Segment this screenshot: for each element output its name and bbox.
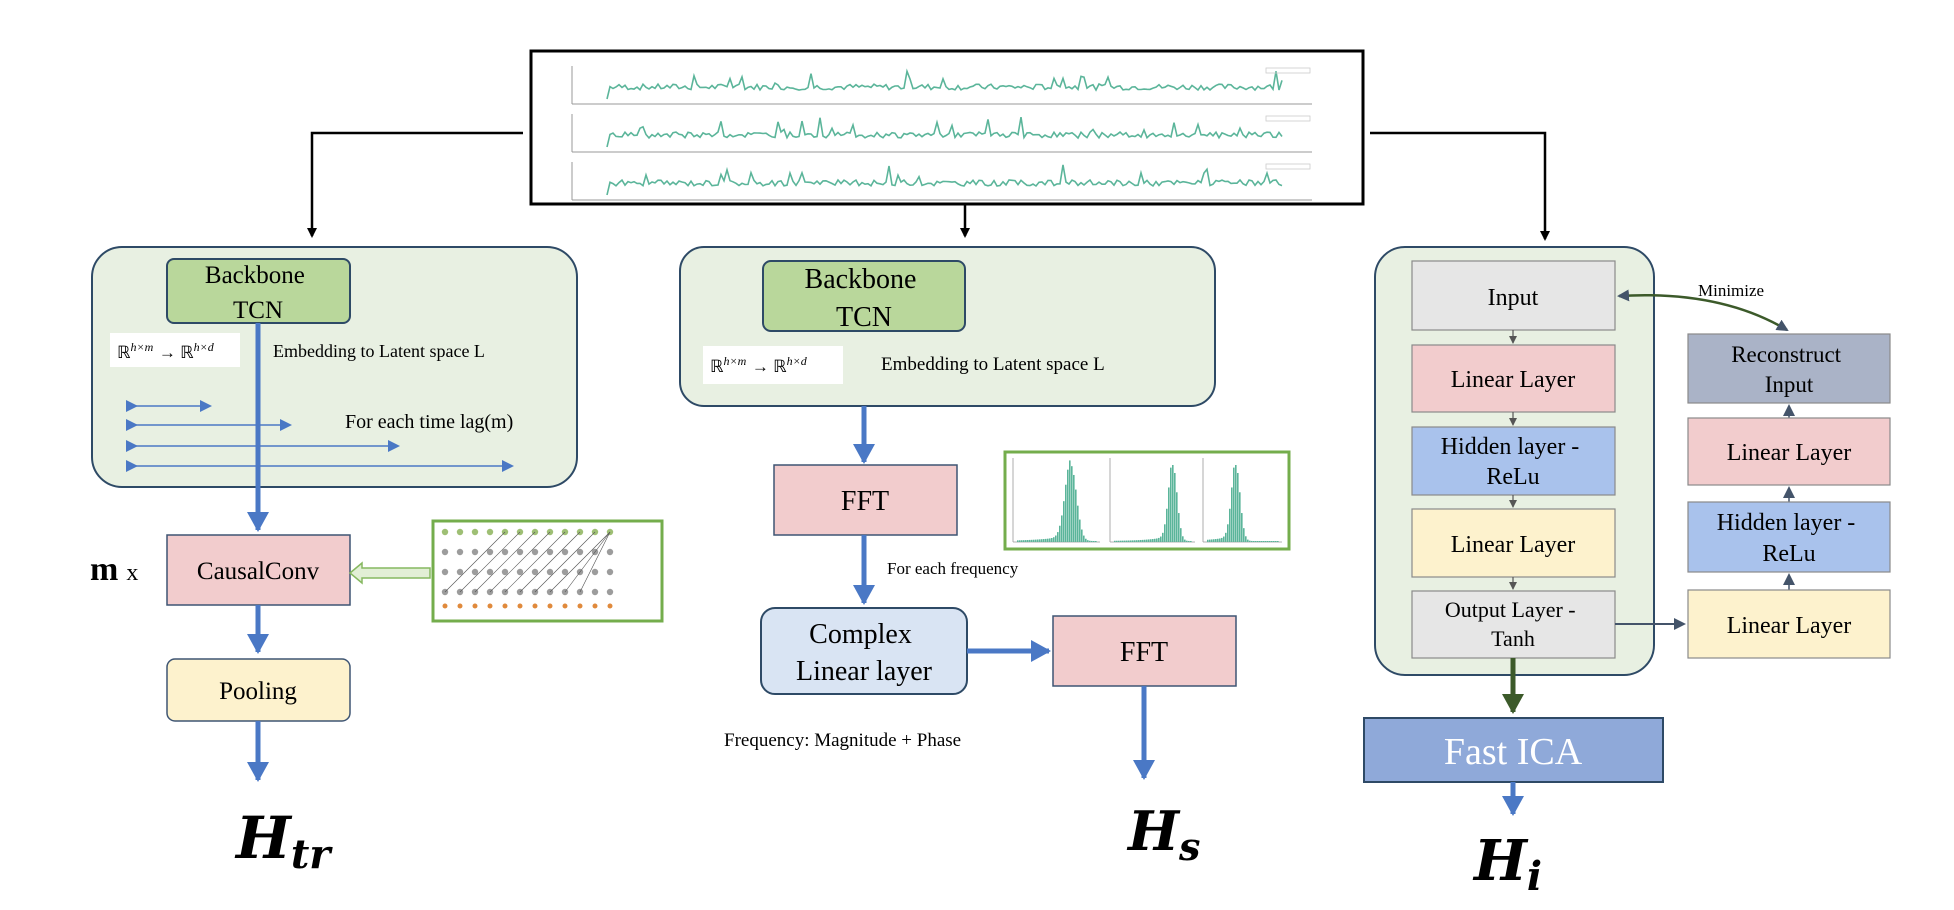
series-row-2 bbox=[571, 114, 1312, 153]
top-connectors bbox=[307, 131, 1550, 241]
encoder-linear-2: Linear Layer bbox=[1411, 508, 1616, 578]
left-backbone-label: Backbone TCN bbox=[205, 262, 311, 324]
fft-box-1: FFT bbox=[773, 464, 958, 536]
series-row-1 bbox=[571, 66, 1312, 105]
input-box: Input bbox=[1411, 260, 1616, 331]
series-row-3 bbox=[571, 162, 1312, 201]
decoder-hidden-label: Hidden layer - ReLu bbox=[1717, 510, 1862, 567]
pooling-box: Pooling bbox=[166, 658, 351, 722]
output-h-i-sub: i bbox=[1527, 853, 1542, 900]
complex-line2: Linear layer bbox=[796, 656, 933, 687]
fast-ica-label: Fast ICA bbox=[1444, 731, 1583, 773]
middle-math-formula: ℝh×m → ℝh×d bbox=[703, 346, 843, 384]
pooling-label: Pooling bbox=[219, 678, 297, 705]
middle-branch: Backbone TCN ℝh×m → ℝh×d Embedding to La… bbox=[679, 246, 1291, 869]
complex-linear-box: Complex Linear layer bbox=[760, 607, 968, 695]
output-h-i: Hi bbox=[1472, 828, 1542, 900]
encoder-linear-2-label: Linear Layer bbox=[1451, 532, 1576, 558]
output-layer-line2: Tanh bbox=[1491, 626, 1535, 651]
fft-label-1: FFT bbox=[841, 486, 889, 517]
reconstruct-line1: Reconstruct bbox=[1731, 342, 1841, 367]
reconstruct-label: Reconstruct Input bbox=[1731, 342, 1847, 397]
decoder-hidden-line1: Hidden layer - bbox=[1717, 510, 1856, 536]
decoder-linear-2-label: Linear Layer bbox=[1727, 613, 1852, 639]
left-embedding-label: Embedding to Latent space L bbox=[273, 341, 485, 361]
left-backbone-line1: Backbone bbox=[205, 262, 305, 289]
left-backbone-box: Backbone TCN bbox=[166, 258, 351, 324]
reconstruct-box: Reconstruct Input bbox=[1687, 333, 1891, 404]
decoder-linear-2: Linear Layer bbox=[1687, 589, 1891, 659]
output-h-i-main: H bbox=[1472, 828, 1529, 894]
complex-line1: Complex bbox=[809, 619, 912, 650]
encoder-hidden-line1: Hidden layer - bbox=[1441, 434, 1580, 460]
frequency-spectrum-thumbnail bbox=[1003, 450, 1291, 551]
complex-linear-label: Complex Linear layer bbox=[796, 619, 933, 687]
encoder-linear-1-label: Linear Layer bbox=[1451, 367, 1576, 393]
output-h-tr: Htr bbox=[234, 804, 333, 878]
middle-embedding-label: Embedding to Latent space L bbox=[881, 354, 1105, 375]
freq-note: For each frequency bbox=[887, 559, 1019, 578]
output-h-s-main: H bbox=[1126, 799, 1181, 863]
output-layer-line1: Output Layer - bbox=[1445, 597, 1576, 622]
decoder-hidden-line2: ReLu bbox=[1762, 541, 1815, 567]
decoder-hidden: Hidden layer - ReLu bbox=[1687, 501, 1891, 573]
right-branch: Input Linear Layer Hidden layer - ReLu L… bbox=[1363, 246, 1891, 900]
encoder-linear-1: Linear Layer bbox=[1411, 344, 1616, 413]
output-h-tr-sub: tr bbox=[291, 831, 333, 878]
causalconv-label: CausalConv bbox=[197, 558, 320, 585]
mag-phase-note: Frequency: Magnitude + Phase bbox=[724, 730, 961, 751]
output-layer-label: Output Layer - Tanh bbox=[1445, 597, 1581, 651]
causalconv-box: CausalConv bbox=[166, 534, 351, 606]
encoder-hidden-label: Hidden layer - ReLu bbox=[1441, 434, 1586, 490]
decoder-linear-1-label: Linear Layer bbox=[1727, 440, 1852, 466]
causal-conv-thumbnail bbox=[431, 519, 664, 623]
minimize-label: Minimize bbox=[1698, 281, 1764, 300]
thumbnail-to-causalconv-arrow bbox=[348, 561, 431, 585]
lag-arrows bbox=[126, 400, 514, 472]
encoder-hidden: Hidden layer - ReLu bbox=[1411, 426, 1616, 496]
decoder-linear-1: Linear Layer bbox=[1687, 417, 1891, 486]
fast-ica-box: Fast ICA bbox=[1363, 717, 1664, 783]
output-layer-box: Output Layer - Tanh bbox=[1411, 590, 1616, 659]
left-lag-label: For each time lag(m) bbox=[345, 411, 513, 433]
left-branch: Backbone TCN ℝh×m → ℝh×d Embedding to La… bbox=[90, 246, 664, 878]
middle-backbone-line1: Backbone bbox=[805, 264, 917, 295]
multiplier-x: x bbox=[126, 560, 138, 586]
left-backbone-line2: TCN bbox=[233, 297, 283, 324]
input-label: Input bbox=[1488, 285, 1539, 311]
reconstruct-line2: Input bbox=[1765, 372, 1814, 397]
output-h-s: Hs bbox=[1126, 799, 1200, 869]
minimize-arrow bbox=[1617, 289, 1789, 332]
middle-math-text: ℝh×m → ℝh×d bbox=[710, 354, 808, 376]
encoder-hidden-line2: ReLu bbox=[1486, 464, 1539, 490]
fft-label-2: FFT bbox=[1120, 637, 1168, 668]
middle-backbone-box: Backbone TCN bbox=[762, 260, 966, 333]
multiplier-m: m bbox=[90, 551, 118, 588]
left-math-text: ℝh×m → ℝh×d bbox=[117, 340, 215, 362]
output-h-tr-main: H bbox=[234, 804, 293, 872]
output-h-s-sub: s bbox=[1178, 824, 1200, 869]
middle-backbone-label: Backbone TCN bbox=[805, 264, 924, 333]
fft-box-2: FFT bbox=[1052, 615, 1237, 687]
input-time-series bbox=[529, 49, 1365, 206]
left-math-formula: ℝh×m → ℝh×d bbox=[110, 333, 240, 367]
middle-backbone-line2: TCN bbox=[836, 302, 892, 333]
